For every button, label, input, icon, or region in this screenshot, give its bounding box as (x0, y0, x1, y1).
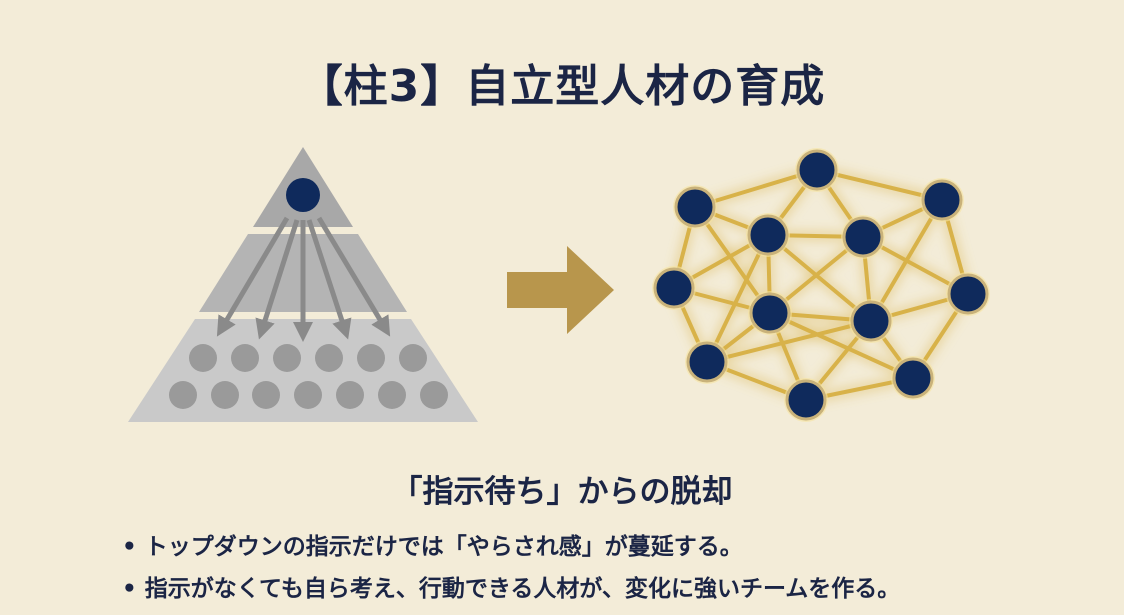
member-node (252, 381, 280, 409)
network-edge (769, 311, 914, 380)
member-node (211, 381, 239, 409)
directive-arrow (306, 219, 352, 340)
network-node (842, 216, 884, 258)
member-node (315, 344, 343, 372)
network-edge (705, 234, 770, 363)
network-node (747, 214, 789, 256)
network-node (947, 273, 989, 315)
network-node (785, 379, 827, 421)
member-node (420, 381, 448, 409)
directive-arrow (216, 216, 290, 337)
network-edge (766, 233, 873, 323)
section-subtitle: 「指示待ち」からの脱却 (391, 474, 733, 510)
bullet-item: • トップダウンの指示だけでは「やらされ感」が蔓延する。 (122, 534, 743, 560)
member-node (273, 344, 301, 372)
member-node (169, 381, 197, 409)
transition-arrow (507, 246, 614, 334)
bullet-item: • 指示がなくても自ら考え、行動できる人材が、変化に強いチームを作る。 (122, 576, 901, 602)
leader-node (286, 178, 320, 212)
network-diagram (652, 148, 990, 422)
network-node (653, 267, 695, 309)
member-node (231, 344, 259, 372)
hierarchy-pyramid (128, 147, 478, 422)
network-node (850, 300, 892, 342)
slide-title: 【柱3】自立型人材の育成 (298, 61, 826, 112)
network-node (686, 341, 728, 383)
member-node (336, 381, 364, 409)
member-nodes (169, 344, 448, 409)
network-edge (706, 319, 872, 364)
directive-arrow (255, 219, 300, 340)
network-node (796, 149, 838, 191)
network-node (674, 186, 716, 228)
network-node (749, 292, 791, 334)
member-node (294, 381, 322, 409)
directive-arrows (216, 216, 391, 342)
network-node (921, 179, 963, 221)
member-node (378, 381, 406, 409)
directive-arrow (316, 216, 391, 337)
member-node (357, 344, 385, 372)
network-node (892, 357, 934, 399)
member-node (399, 344, 427, 372)
bullet-list: • トップダウンの指示だけでは「やらされ感」が蔓延する。 • 指示がなくても自ら… (122, 526, 900, 610)
member-node (189, 344, 217, 372)
